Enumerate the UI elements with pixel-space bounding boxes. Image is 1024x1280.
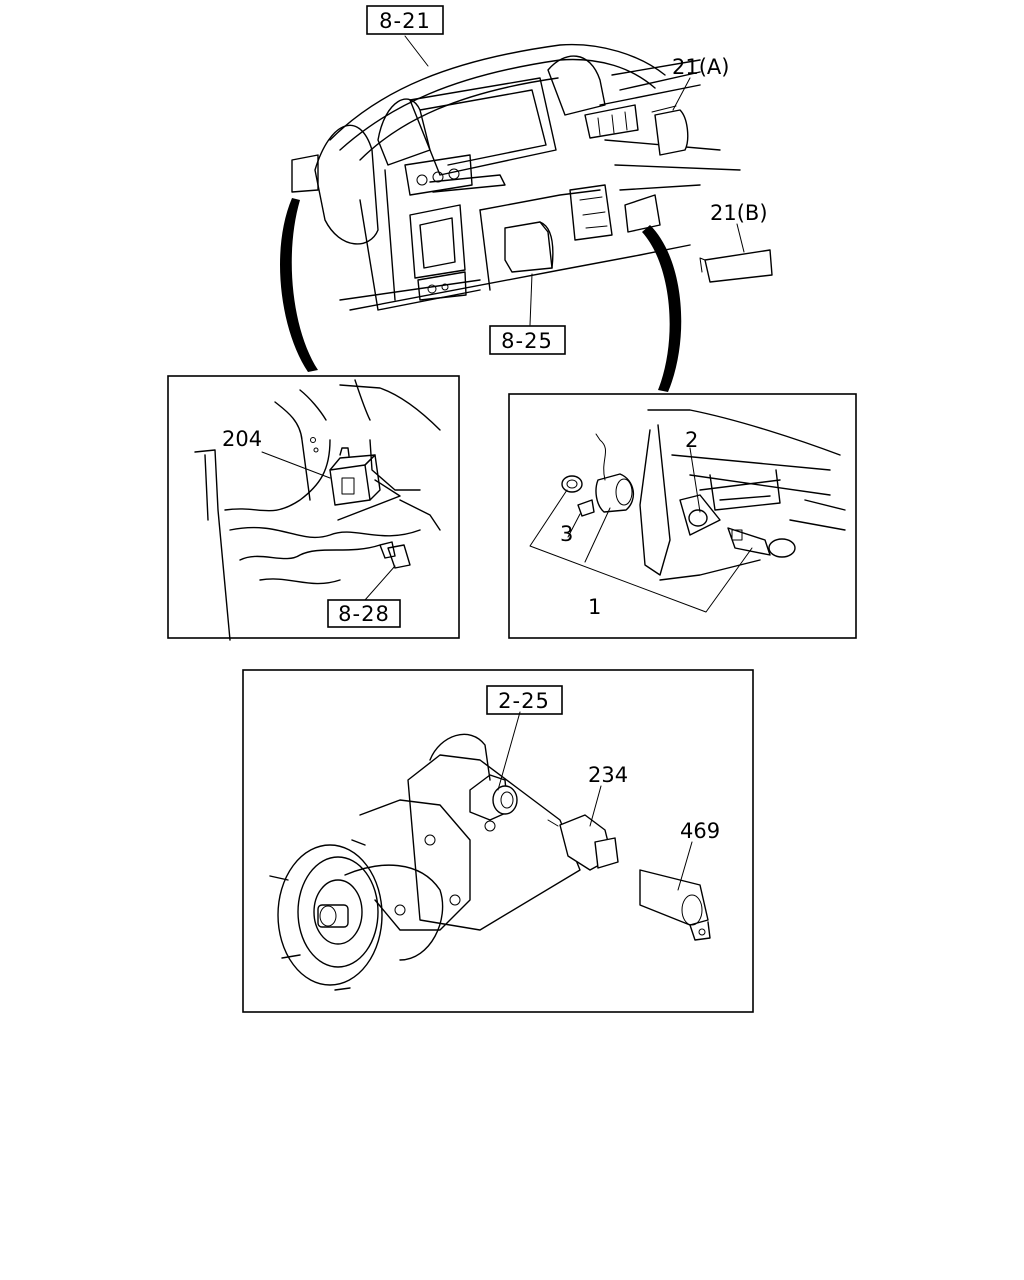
label-21b: 21(B) — [710, 201, 768, 225]
label-204: 204 — [222, 427, 262, 451]
inset-left — [167, 375, 460, 641]
label-2: 2 — [685, 428, 698, 452]
label-469: 469 — [680, 819, 720, 843]
label-21a: 21(A) — [672, 55, 729, 79]
label-234: 234 — [588, 763, 628, 787]
svg-text:8-28: 8-28 — [338, 602, 390, 626]
callout-8-21[interactable]: 8-21 — [366, 5, 444, 35]
svg-text:8-25: 8-25 — [501, 329, 553, 353]
svg-text:2-25: 2-25 — [498, 689, 550, 713]
inset-bottom — [242, 669, 754, 1013]
leader-8-21 — [404, 35, 429, 67]
leader-21b — [736, 223, 745, 253]
leader-swoosh-left — [280, 198, 318, 372]
leader-swoosh-right — [642, 225, 682, 392]
leader-21a — [672, 77, 691, 111]
dashboard-illustration — [291, 43, 773, 311]
callout-2-25[interactable]: 2-25 — [486, 685, 563, 715]
inset-right — [508, 393, 857, 639]
callout-8-28[interactable]: 8-28 — [327, 599, 401, 628]
leader-8-25 — [529, 273, 533, 326]
label-3: 3 — [560, 522, 573, 546]
svg-text:8-21: 8-21 — [379, 9, 431, 33]
label-1: 1 — [588, 595, 601, 619]
callout-8-25[interactable]: 8-25 — [489, 325, 566, 355]
